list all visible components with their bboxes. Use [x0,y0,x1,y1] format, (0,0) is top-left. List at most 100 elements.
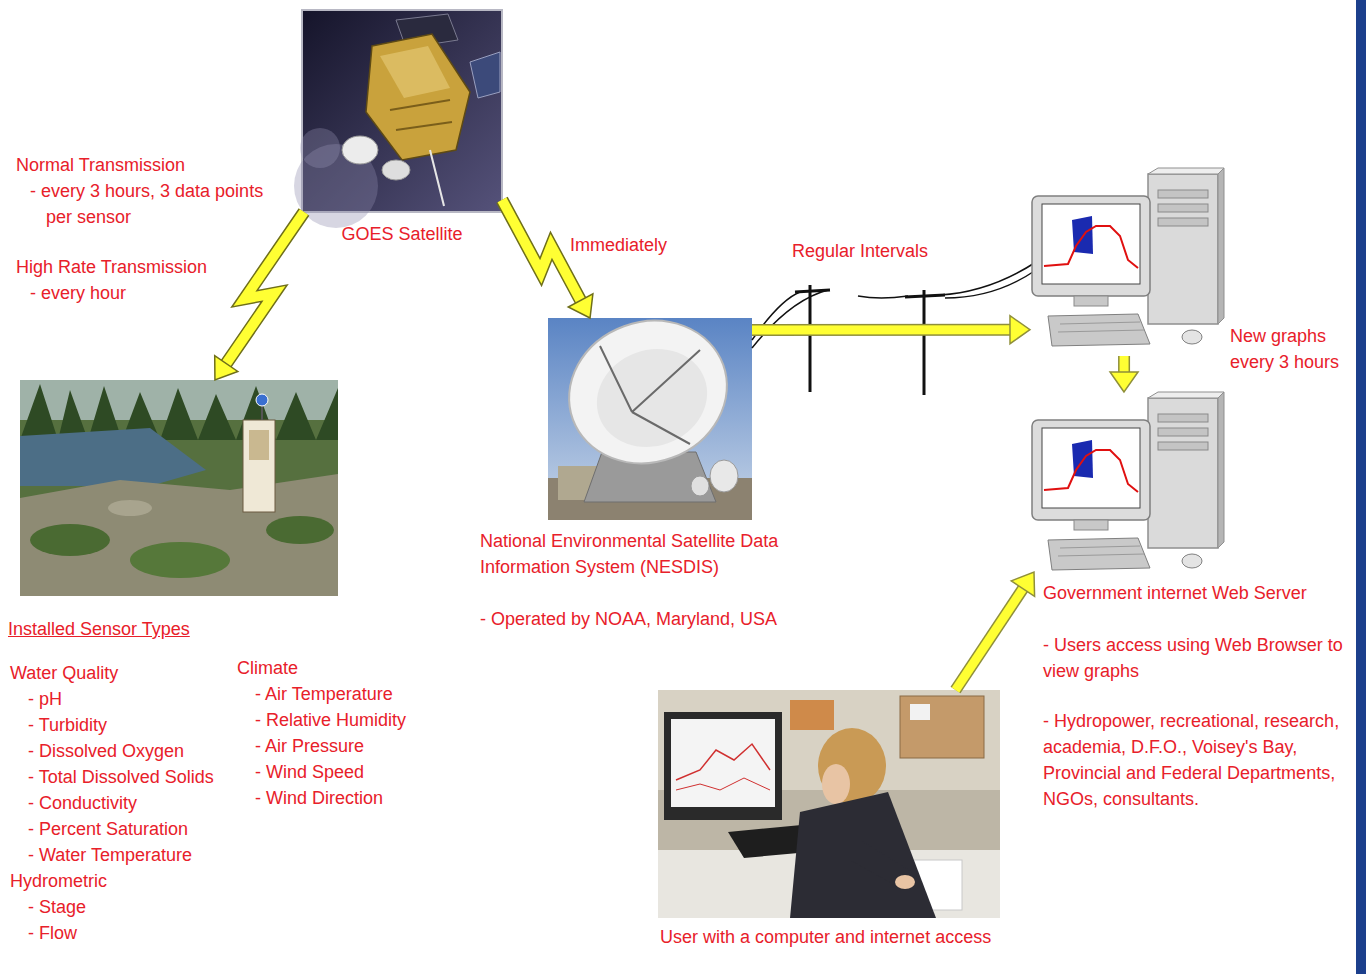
sensor-type: - Flow [28,920,77,946]
node-caption: New graphs every 3 hours [1230,323,1348,375]
lightning-link [215,212,304,380]
sensor-type: - Stage [28,894,86,920]
sensor-station-photo [20,380,338,596]
connector-label: Regular Intervals [792,238,928,264]
telephone-poles-part [809,285,812,392]
sensor-type: Climate [237,655,298,681]
connector-line [226,212,304,364]
sensor-type: - Relative Humidity [255,707,406,733]
satellite-photo-part [380,46,450,98]
sensor-station-photo-part [20,380,338,596]
satellite-dish-photo-part [691,476,709,496]
connector-outline [752,324,1011,336]
node-note: - Hydropower, recreational, research, ac… [1043,708,1353,812]
user-photo-part [895,875,915,889]
user-photo-part [664,712,782,820]
arrowhead [568,294,593,318]
sensor-type: - Air Temperature [255,681,393,707]
connector-outline [226,212,304,364]
connector-line [1120,356,1129,373]
node-caption: Government internet Web Server [1043,580,1307,606]
computer-graphs-part [1032,168,1224,346]
connector-outline [1118,356,1130,373]
user-photo-part [676,778,770,790]
sensor-type: - Percent Saturation [28,816,188,842]
satellite-photo-part [366,34,470,160]
user-photo [658,690,1000,918]
edge-bar [1356,0,1366,974]
arrowhead [1010,316,1030,344]
satellite-photo [294,10,502,228]
sensor-type: - Turbidity [28,712,107,738]
arrowhead [215,356,238,380]
satellite-photo-part [430,150,444,206]
sensor-type: - Wind Direction [255,785,383,811]
sensor-type: Hydrometric [10,868,107,894]
node-caption: National Environmental Satellite Data In… [480,528,785,580]
satellite-photo-part [382,160,410,180]
user-photo-part [790,700,834,730]
satellite-dish-photo [548,299,752,520]
connector-line [502,200,581,301]
sensor-station-node: Installed Sensor Types [20,380,338,596]
user-photo-part [818,728,886,804]
sensor-type: - Air Pressure [255,733,364,759]
graph-computer-node: New graphs every 3 hours [1030,168,1222,356]
connector-label: Immediately [570,232,667,258]
user-photo-part [671,719,775,807]
telephone-poles-part [858,296,908,298]
user-photo-part [676,744,770,780]
sensor-station-photo-part [20,384,338,440]
connector-outline [956,588,1024,690]
satellite-photo-part [390,100,452,130]
sensor-type: - Water Temperature [28,842,192,868]
user-photo-part [790,792,936,918]
nesdis-node: National Environmental Satellite Data In… [548,318,752,520]
satellite-photo-part [470,52,500,98]
sensor-station-photo-part [20,474,338,596]
telephone-poles-part [923,290,926,395]
satellite-node: GOES Satellite [302,10,502,212]
sensor-type: - Total Dissolved Solids [28,764,214,790]
sensor-station-photo-part [243,420,275,512]
user-photo-part [910,704,930,720]
telephone-poles-part [752,290,828,348]
sensor-station-photo-part [30,524,110,556]
sensor-type: - Dissolved Oxygen [28,738,184,764]
user-photo-part [658,690,1000,918]
sensor-station-photo-part [130,542,230,578]
user-photo-part [822,764,850,804]
sensor-station-photo-part [256,394,268,406]
user-node: User with a computer and internet access [658,690,1000,918]
connector-line [956,588,1024,690]
satellite-photo-part [342,136,378,164]
sensor-type: Water Quality [10,660,118,686]
connector-outline [502,200,581,301]
node-caption: User with a computer and internet access [660,926,995,948]
arrowhead [1110,372,1138,392]
sensor-station-photo-part [20,428,206,486]
node-note: - Users access using Web Browser to view… [1043,632,1353,684]
satellite-dish-photo-part [549,299,747,485]
transmission-note: - every hour [30,280,126,306]
user-photo-part [900,696,984,758]
telephone-poles-part [905,295,945,297]
web-server-node: Government internet Web Server- Users ac… [1030,392,1230,572]
sensor-station-photo-part [266,516,334,544]
node-note: - Operated by NOAA, Maryland, USA [480,606,777,632]
sensor-type: - Wind Speed [255,759,364,785]
transmission-note: High Rate Transmission [16,254,207,280]
sensor-station-photo-part [249,430,269,460]
satellite-dish-photo-part [710,460,738,492]
node-caption: Installed Sensor Types [8,616,190,642]
arrowhead [1011,572,1034,596]
sensor-station-photo-part [108,500,152,516]
connector-line [752,325,1011,334]
satellite-dish-photo-part [600,346,700,444]
telephone-poles [752,262,1036,395]
telephone-poles-part [945,270,1036,298]
lightning-link [502,200,593,318]
